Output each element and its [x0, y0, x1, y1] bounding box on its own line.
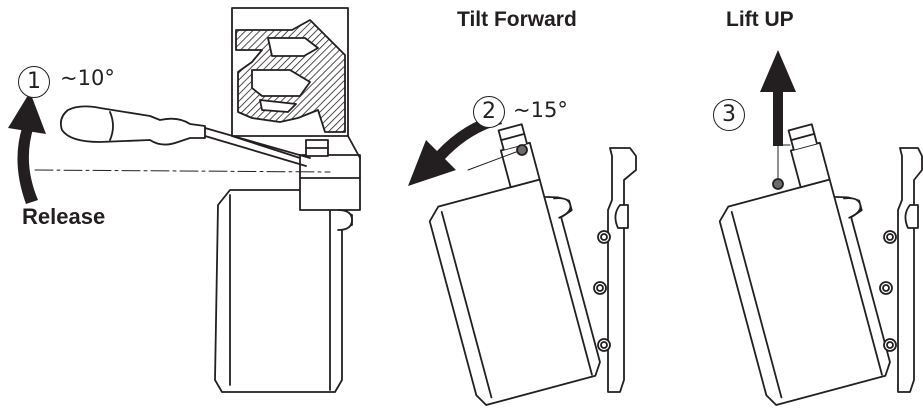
step2-number: 2 — [473, 96, 505, 128]
step1-number: 1 — [18, 66, 50, 98]
step2-action-label: Tilt Forward — [457, 8, 577, 31]
step3-number: 3 — [713, 99, 745, 131]
step2-device — [428, 123, 601, 406]
step3-pivot — [772, 178, 784, 190]
step2-angle: ~15° — [513, 98, 568, 122]
step3-action-label: Lift UP — [726, 8, 794, 31]
reference-line — [34, 169, 331, 173]
step2-pivot — [516, 144, 528, 156]
step1-device — [214, 139, 361, 393]
arrow-up-icon — [760, 50, 796, 146]
screwdriver-icon — [59, 105, 311, 167]
step3-bracket — [879, 147, 923, 393]
step3-device — [718, 123, 891, 406]
detail-zoom-icon — [231, 7, 361, 159]
step1-action-label: Release — [22, 204, 106, 229]
step1-angle: ~10° — [60, 66, 115, 90]
step2-bracket — [593, 147, 637, 393]
curved-arrow-up-icon — [8, 92, 46, 204]
